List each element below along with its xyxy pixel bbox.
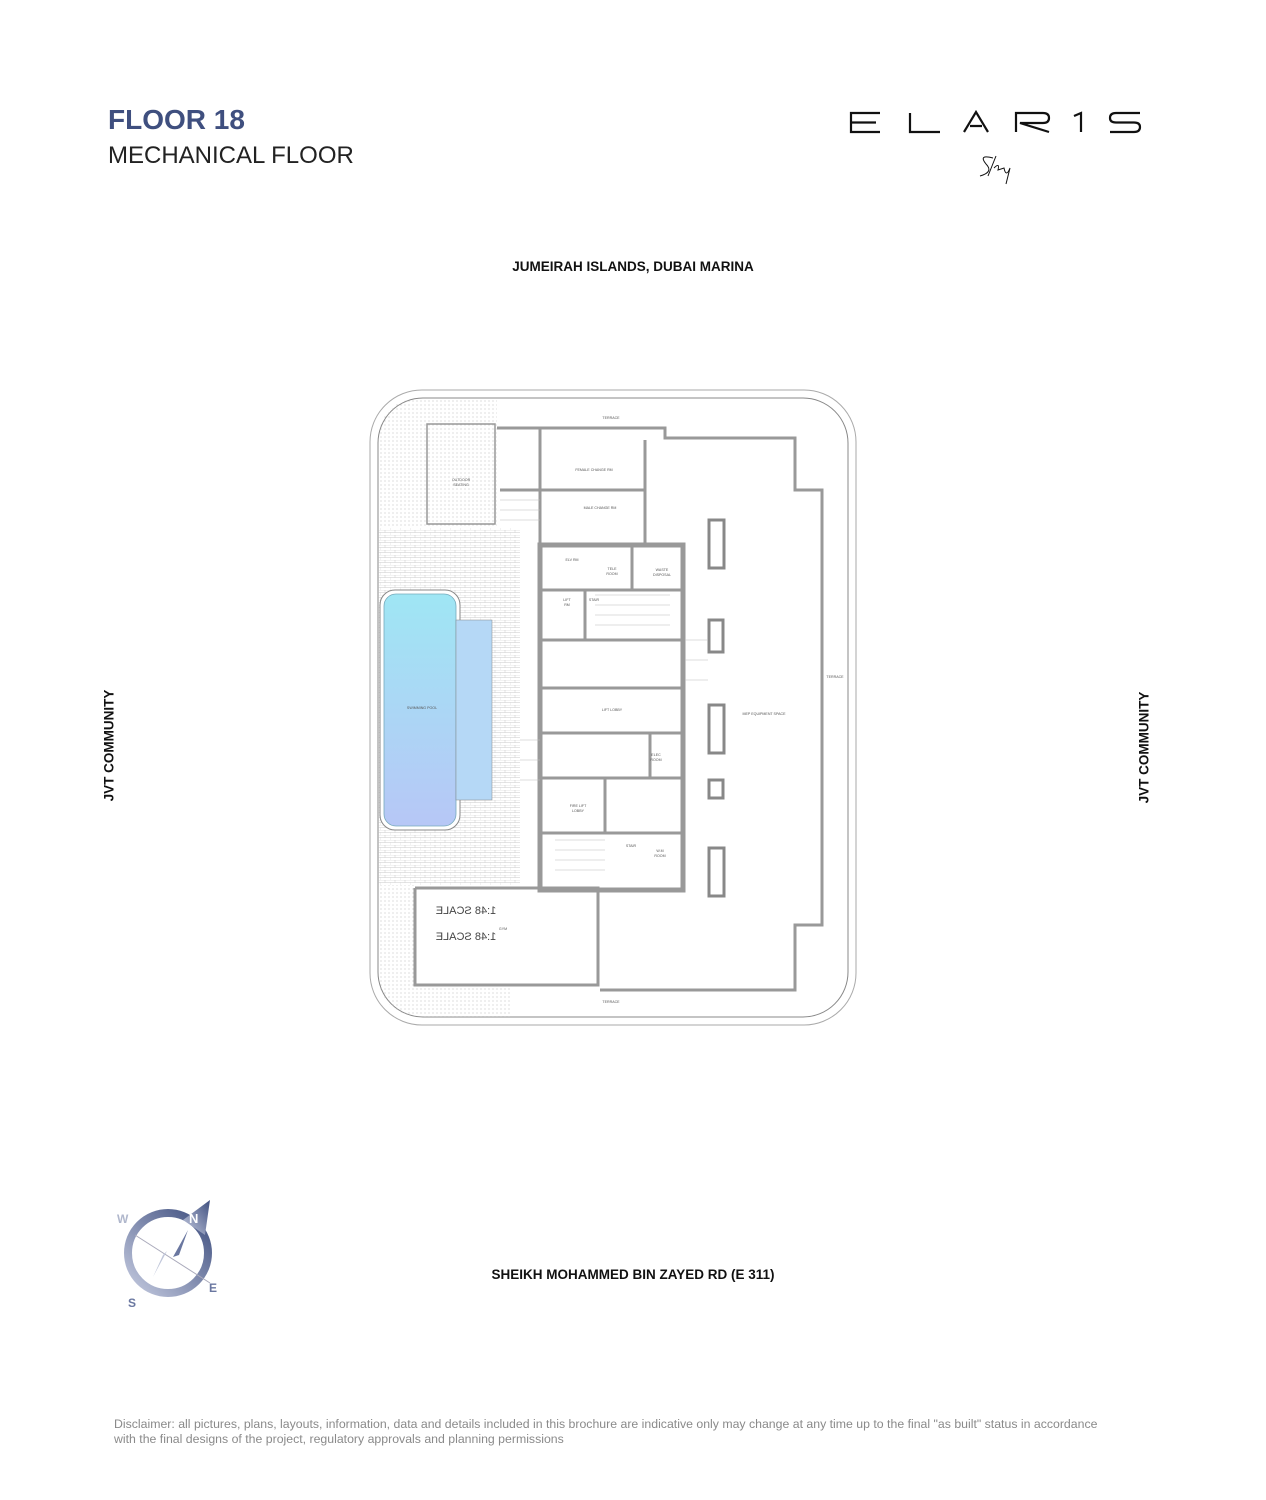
stair-label-2: STAIR bbox=[626, 844, 637, 848]
planter-area bbox=[378, 398, 497, 528]
outdoor-seating-label: OUTDOOR bbox=[452, 478, 471, 482]
scale-note: 1:48 SCALE bbox=[436, 905, 497, 917]
north-road-label: JUMEIRAH ISLANDS, DUBAI MARINA bbox=[512, 259, 754, 274]
male-change-label: MALE CHANGE RM bbox=[584, 506, 617, 510]
pool-label: SWIMMING POOL bbox=[407, 706, 437, 710]
scale-note-2: 1:48 SCALE bbox=[436, 931, 497, 943]
elec-room-label: ELEC bbox=[651, 753, 661, 757]
fire-lift-label: FIRE LIFT bbox=[570, 804, 587, 808]
east-label: JVT COMMUNITY bbox=[1136, 691, 1152, 804]
waste-label-2: DISPOSAL bbox=[653, 573, 671, 577]
floor-plan: TERRACE TERRACE TERRACE OUTDOOR SEATING … bbox=[369, 389, 857, 1026]
east-letter: E bbox=[209, 1281, 217, 1295]
west-label: JVT COMMUNITY bbox=[101, 689, 117, 802]
elv-room-label: ELV RM bbox=[565, 558, 578, 562]
south-road-label: SHEIKH MOHAMMED BIN ZAYED RD (E 311) bbox=[491, 1267, 775, 1282]
terrace-top-label: TERRACE bbox=[602, 416, 620, 420]
floor-title: FLOOR 18 bbox=[108, 104, 245, 135]
floor-subtitle: MECHANICAL FLOOR bbox=[108, 142, 354, 169]
north-letter: N bbox=[189, 1211, 198, 1226]
disclaimer: Disclaimer: all pictures, plans, layouts… bbox=[114, 1417, 1098, 1446]
outdoor-seating-label-2: SEATING bbox=[453, 483, 469, 487]
wm-room-label-2: ROOM bbox=[654, 854, 665, 858]
compass-icon: W N E S bbox=[117, 1200, 217, 1310]
tele-room-label: TELE bbox=[608, 567, 618, 571]
waste-label: WASTE bbox=[656, 568, 669, 572]
terrace-bottom-label: TERRACE bbox=[602, 1000, 620, 1004]
mep-space-label: MEP EQUIPMENT SPACE bbox=[743, 712, 787, 716]
fire-lift-label-2: LOBBY bbox=[572, 809, 585, 813]
tele-room-label-2: ROOM bbox=[606, 572, 617, 576]
elaris-sky-logo bbox=[849, 109, 1142, 185]
female-change-label: FEMALE CHANGE RM bbox=[575, 468, 612, 472]
gym-label: GYM bbox=[499, 927, 507, 931]
swimming-pool bbox=[383, 593, 457, 827]
stair-label: STAIR bbox=[589, 598, 600, 602]
south-letter: S bbox=[128, 1296, 136, 1310]
lift-lobby-label: LIFT LOBBY bbox=[602, 708, 623, 712]
wm-room-label: W.M bbox=[656, 849, 663, 853]
terrace-right-label: TERRACE bbox=[826, 675, 844, 679]
lift-room-label: LIFT bbox=[563, 598, 571, 602]
west-letter: W bbox=[117, 1212, 129, 1226]
lift-room-label-2: RM bbox=[564, 603, 570, 607]
elec-room-label-2: ROOM bbox=[650, 758, 661, 762]
